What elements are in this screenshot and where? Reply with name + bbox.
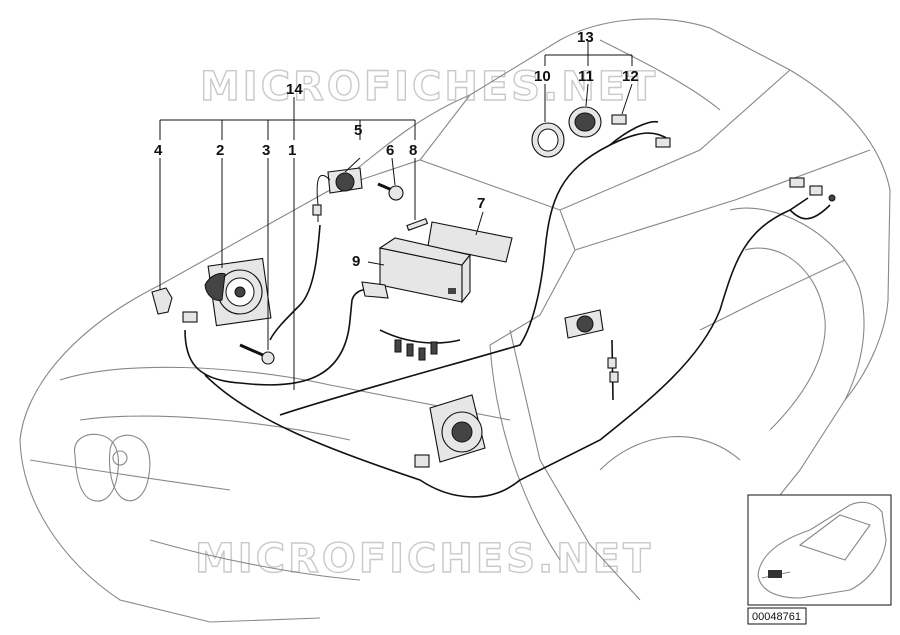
- callout-4: 4: [154, 142, 163, 159]
- callout-11: 11: [578, 68, 594, 85]
- part-cover-7: [427, 221, 513, 263]
- part-screw-3: [239, 343, 275, 365]
- part-radio-frame-9: [378, 237, 471, 304]
- part-connector-block: [361, 281, 389, 299]
- thumbnail-inset: 00048761: [747, 494, 892, 625]
- callout-5: 5: [354, 122, 362, 139]
- callout-3: 3: [262, 142, 270, 159]
- part-grille-ring-10: [531, 122, 565, 158]
- reference-number: 00048761: [752, 611, 801, 623]
- part-tweeter-5: [312, 167, 363, 222]
- part-door-speaker: [414, 394, 486, 468]
- part-plugs: [394, 339, 438, 361]
- watermark-bottom: MICROFICHES.NET: [195, 536, 653, 582]
- callout-1: 1: [288, 142, 296, 159]
- watermark-top: MICROFICHES.NET: [200, 64, 658, 110]
- part-pin-8: [406, 217, 429, 231]
- part-speaker-11: [568, 106, 602, 138]
- callout-7: 7: [477, 195, 485, 212]
- leader-lines: [159, 42, 633, 390]
- callout-8: 8: [409, 142, 417, 159]
- callout-6: 6: [386, 142, 394, 159]
- car-outline: [19, 18, 891, 623]
- wiring-harness: [184, 120, 831, 498]
- callout-9: 9: [352, 253, 360, 270]
- callout-12: 12: [622, 68, 639, 85]
- part-connector-12: [611, 114, 671, 148]
- part-speaker-2: [204, 257, 272, 327]
- callout-14: 14: [286, 81, 303, 98]
- callout-10: 10: [534, 68, 551, 85]
- callout-2: 2: [216, 142, 224, 159]
- part-tweeter-bracket-4: [151, 287, 198, 323]
- part-screw-6: [377, 182, 404, 201]
- callout-13: 13: [577, 29, 594, 46]
- part-side-tweeter: [564, 309, 619, 383]
- part-rear-connectors: [789, 177, 836, 202]
